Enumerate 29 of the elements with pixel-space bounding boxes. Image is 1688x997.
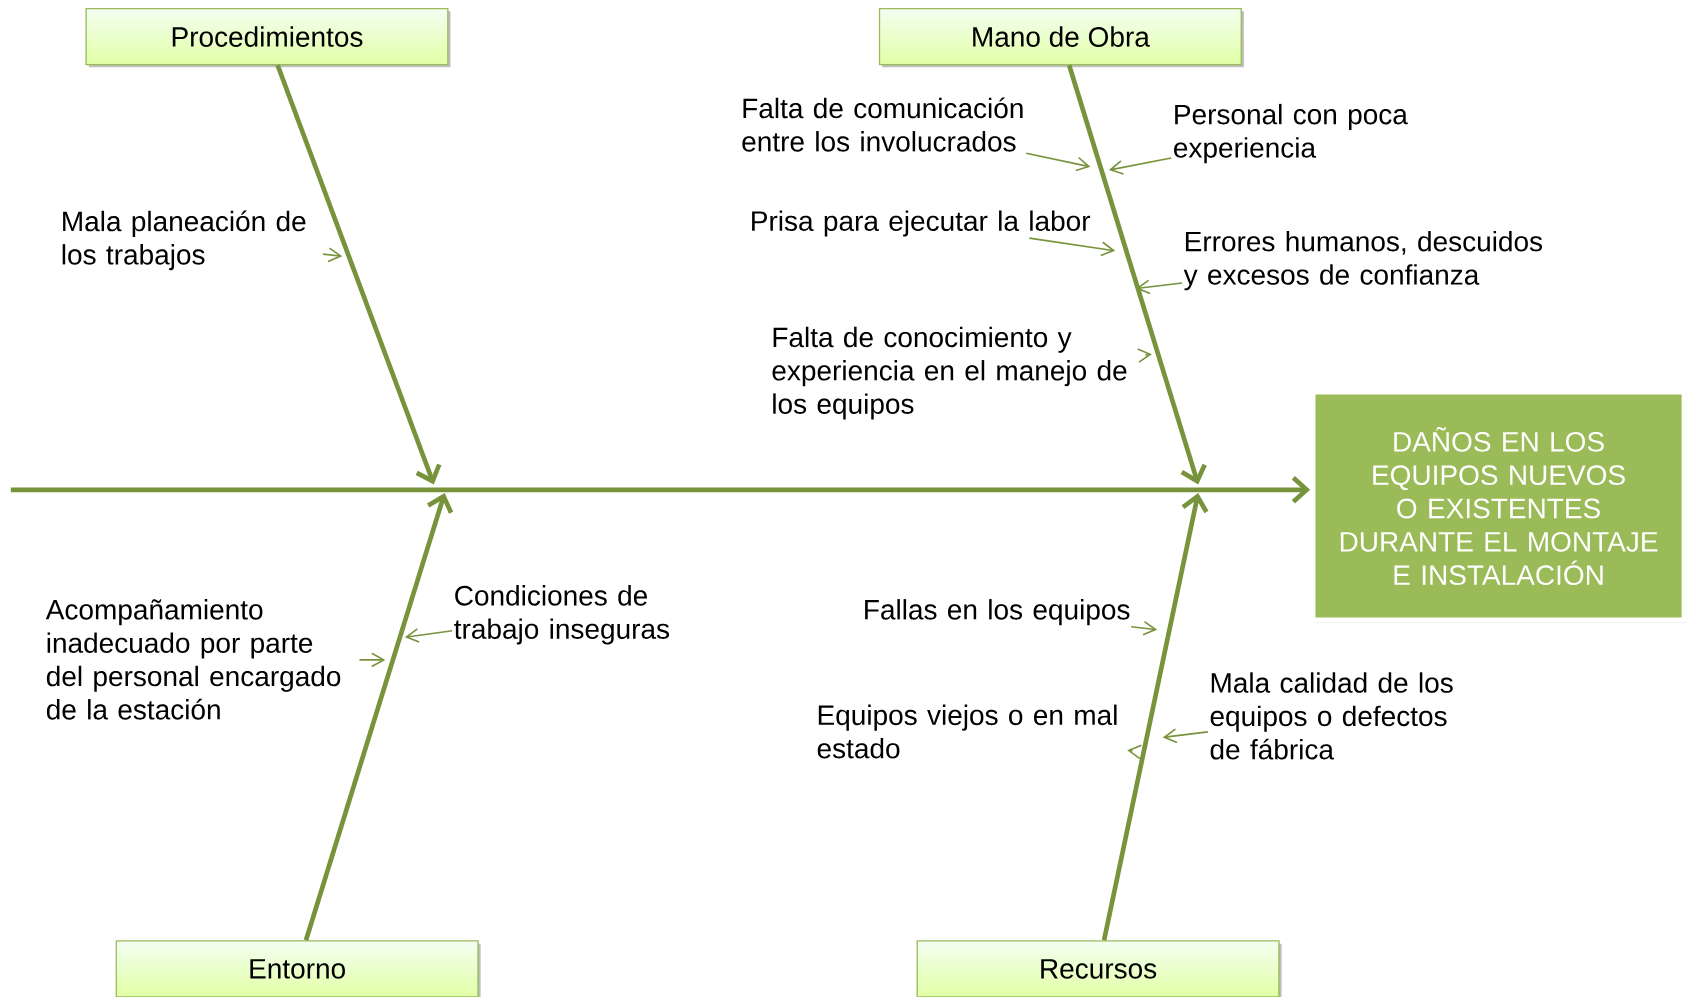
cause-text: Falta de comunicación entre los involucrados: [742, 97, 1023, 152]
cause-arrow: [1108, 157, 1173, 175]
cause-arrow: [1130, 620, 1158, 636]
cause-text: Errores humanos, descuidos y excesos de confianza: [1183, 230, 1543, 291]
cause-text: Condiciones de trabajo inseguras: [454, 585, 670, 645]
cause-arrow: [322, 247, 343, 263]
cause-text: Mala calidad de los equipos o defectos de fábrica: [1210, 672, 1453, 760]
cause-text: Mala planeación de los trabajos: [62, 210, 306, 271]
category-box: Entorno: [115, 940, 481, 997]
cause-arrow: [404, 628, 453, 643]
bone-arrow: [1066, 64, 1207, 485]
cause-text: Falta de conocimiento y experiencia en el manejo de los equipos: [772, 326, 1127, 420]
cause-text: Personal con poca experiencia: [1174, 103, 1408, 164]
bone-arrow: [275, 64, 442, 485]
spine-arrow: [10, 476, 1311, 504]
cause-text: Acompañamiento inadecuado por parte del personal encargado de la estación: [45, 599, 341, 720]
cause-text: Prisa para ejecutar la labor: [752, 210, 1091, 237]
cause-arrow: [358, 652, 386, 668]
bone-arrow: [1101, 493, 1209, 941]
cause-arrow: [1162, 728, 1209, 744]
cause-text: Fallas en los equipos: [865, 599, 1130, 626]
effect-box: DAÑOS EN LOS EQUIPOS NUEVOS O EXISTENTES DURANTE EL MONTAJE E INSTALACIÓN: [1310, 389, 1687, 623]
bone-arrow: [303, 493, 454, 941]
cause-arrow: [1028, 237, 1116, 257]
cause-arrow: [1025, 152, 1091, 172]
cause-text: Equipos viejos o en mal estado: [817, 704, 1117, 759]
category-box: Mano de Obra: [878, 7, 1244, 68]
category-box: Recursos: [916, 940, 1282, 997]
category-box: Procedimientos: [85, 7, 451, 68]
